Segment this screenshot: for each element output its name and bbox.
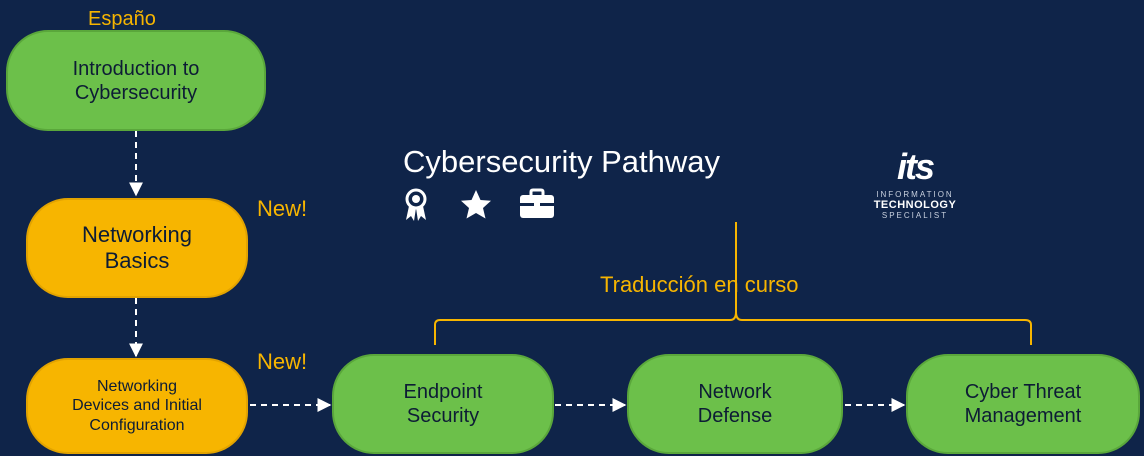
node-networking-devices[interactable]: Networking Devices and Initial Configura… xyxy=(26,358,248,454)
page-title: Cybersecurity Pathway xyxy=(403,144,721,179)
logo-line-specialist: SPECIALIST xyxy=(881,211,949,220)
bracket xyxy=(434,311,1032,345)
node-endpoint-security[interactable]: Endpoint Security xyxy=(332,354,554,454)
logo-line-information: INFORMATION xyxy=(876,190,954,199)
new-badge-networking-devices: New! xyxy=(257,349,308,374)
node-introduction-to-cybersecurity[interactable]: Introduction to Cybersecurity xyxy=(6,30,266,131)
new-badge-networking-basics: New! xyxy=(257,196,308,221)
logo-mark: its xyxy=(896,146,935,187)
its-logo: its INFORMATION TECHNOLOGY SPECIALIST xyxy=(848,146,982,221)
briefcase-icon xyxy=(520,188,554,218)
node-networking-basics[interactable]: Networking Basics xyxy=(26,198,248,298)
logo-line-technology: TECHNOLOGY xyxy=(873,199,957,211)
translation-note: Traducción en curso xyxy=(600,272,799,297)
node-network-defense[interactable]: Network Defense xyxy=(627,354,843,454)
award-ribbon-icon xyxy=(405,188,427,221)
star-icon xyxy=(461,190,491,219)
node-cyber-threat-management[interactable]: Cyber Threat Management xyxy=(906,354,1140,454)
